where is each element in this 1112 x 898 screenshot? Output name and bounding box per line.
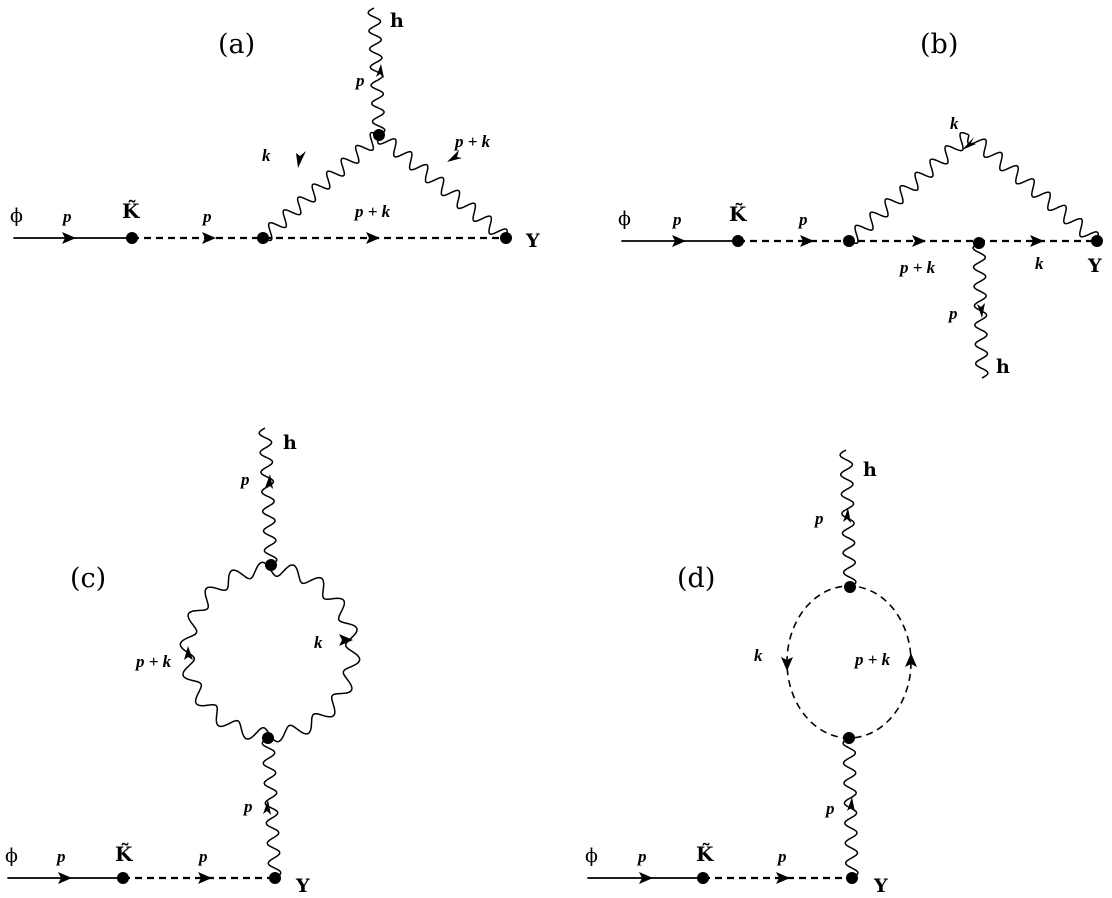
momentum-label: k (754, 646, 763, 665)
wavy-propagator (262, 131, 380, 242)
phi-label: ϕ (585, 845, 598, 867)
k-tilde-label: K̃ (729, 202, 747, 226)
panel-label-b: (b) (920, 29, 958, 60)
arrow (62, 232, 76, 244)
vertex (257, 232, 269, 244)
momentum-label: p (242, 797, 253, 816)
vertex (973, 237, 985, 249)
vertex (846, 872, 858, 884)
y-label: Y (525, 230, 540, 252)
arrow (905, 653, 917, 667)
vertex (265, 559, 277, 571)
k-tilde-label: K̃ (115, 842, 133, 866)
panel-label-c: (c) (70, 563, 106, 594)
arrow (776, 872, 790, 884)
momentum-label: p + k (853, 650, 891, 669)
vertex (843, 235, 855, 247)
arrow (1030, 235, 1044, 247)
momentum-label: p (61, 207, 72, 226)
arrow (800, 235, 814, 247)
phi-label: ϕ (5, 845, 18, 867)
vertex (117, 872, 129, 884)
momentum-label: p (776, 847, 787, 866)
panel-label-d: (d) (677, 563, 715, 594)
momentum-label: p (947, 304, 958, 323)
vertex (126, 232, 138, 244)
vertex (269, 872, 281, 884)
momentum-label: p (55, 847, 66, 866)
arrow (962, 137, 976, 150)
h-label: h (996, 356, 1010, 378)
phi-label: ϕ (618, 208, 631, 230)
momentum-label: p (797, 210, 808, 229)
arrow (263, 800, 271, 815)
arrow (672, 235, 686, 247)
y-label: Y (873, 875, 888, 897)
momentum-label: p + k (134, 652, 172, 671)
momentum-label: p + k (353, 202, 391, 221)
arrow (639, 872, 653, 884)
arrow (912, 235, 926, 247)
arrow (781, 657, 793, 671)
momentum-label: p (197, 847, 208, 866)
momentum-label: p + k (453, 132, 491, 151)
wavy-loop (179, 561, 361, 743)
arrow (296, 151, 306, 168)
momentum-label: p (201, 207, 212, 226)
vertex (500, 232, 512, 244)
wavy-propagator (848, 131, 970, 245)
wavy-propagator (377, 134, 508, 239)
arrow (184, 646, 193, 660)
arrow (376, 64, 384, 78)
diagram-c: (c) ϕ K̃ Y h p p p p + k k p (5, 427, 361, 897)
arrow (977, 303, 985, 318)
vertex (262, 732, 274, 744)
h-label: h (283, 432, 297, 454)
panel-label-a: (a) (218, 29, 255, 60)
phi-label: ϕ (10, 205, 23, 227)
momentum-label: p (824, 799, 835, 818)
vertex (1091, 235, 1103, 247)
wavy-propagator (967, 134, 1099, 242)
momentum-label: p (636, 847, 647, 866)
arrow (339, 634, 353, 646)
wavy-external-h (258, 427, 278, 566)
y-label: Y (295, 875, 310, 897)
k-tilde-label: K̃ (696, 842, 714, 866)
wavy-external (261, 737, 282, 879)
h-label: h (390, 10, 404, 32)
h-label: h (863, 459, 877, 481)
momentum-label: k (1035, 254, 1044, 273)
momentum-label: p (239, 470, 250, 489)
momentum-label: p (354, 71, 365, 90)
arrow (366, 232, 380, 244)
arrow (847, 797, 855, 812)
dashed-loop (786, 585, 912, 739)
momentum-label: k (262, 146, 271, 165)
vertex (843, 732, 855, 744)
vertex (732, 235, 744, 247)
arrow (447, 150, 462, 162)
arrow (202, 232, 216, 244)
momentum-label: p (671, 210, 682, 229)
k-tilde-label: K̃ (122, 199, 140, 223)
momentum-label: p (813, 509, 824, 528)
momentum-label: k (950, 114, 959, 133)
momentum-label: p + k (898, 258, 936, 277)
wavy-external-h (367, 7, 386, 136)
arrow (843, 508, 851, 523)
arrow (265, 474, 273, 489)
momentum-label: k (314, 633, 323, 652)
arrow (58, 872, 72, 884)
vertex (844, 581, 856, 593)
vertex (697, 872, 709, 884)
vertex (373, 129, 385, 141)
diagram-b: (b) ϕ K̃ Y h p p p + k k k p (618, 29, 1103, 379)
y-label: Y (1087, 255, 1102, 277)
arrow (198, 872, 212, 884)
diagram-a: (a) ϕ K̃ Y h p p p + k k p p + k (10, 7, 540, 252)
diagram-d: (d) ϕ K̃ Y h p p p k p + k p (585, 449, 917, 897)
